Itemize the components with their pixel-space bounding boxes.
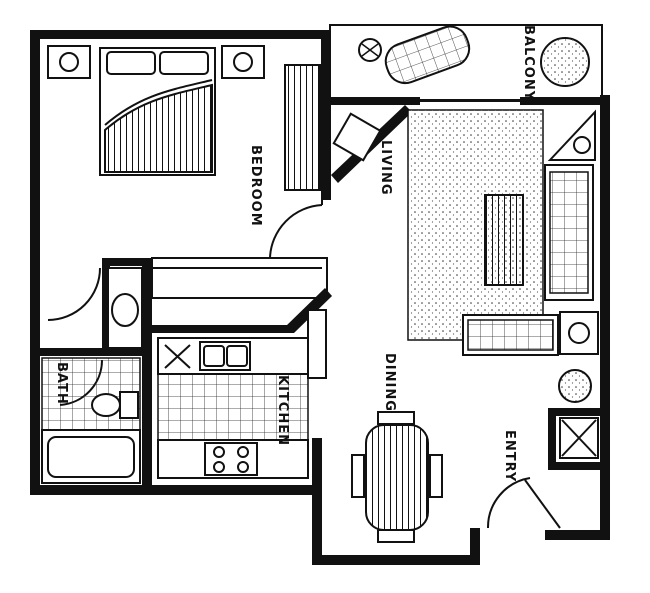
entry-closet xyxy=(559,417,599,459)
bath-fixtures xyxy=(41,267,143,484)
balcony-furniture xyxy=(358,25,590,87)
exterior-walls xyxy=(30,24,610,565)
kitchen-fixtures xyxy=(157,309,327,479)
room-labels: BEDROOM BALCONY LIVING DINING KITCHEN BA… xyxy=(54,25,536,482)
balcony-label: BALCONY xyxy=(521,25,536,101)
kitchen-label: KITCHEN xyxy=(275,375,290,446)
living-label: LIVING xyxy=(378,140,393,196)
living-furniture xyxy=(332,109,599,403)
entry-label: ENTRY xyxy=(502,430,517,482)
dining-furniture xyxy=(351,411,443,543)
bedroom-label: BEDROOM xyxy=(248,145,263,227)
bath-label: BATH xyxy=(54,362,69,405)
dining-label: DINING xyxy=(382,353,397,412)
bedroom-furniture xyxy=(47,45,321,191)
